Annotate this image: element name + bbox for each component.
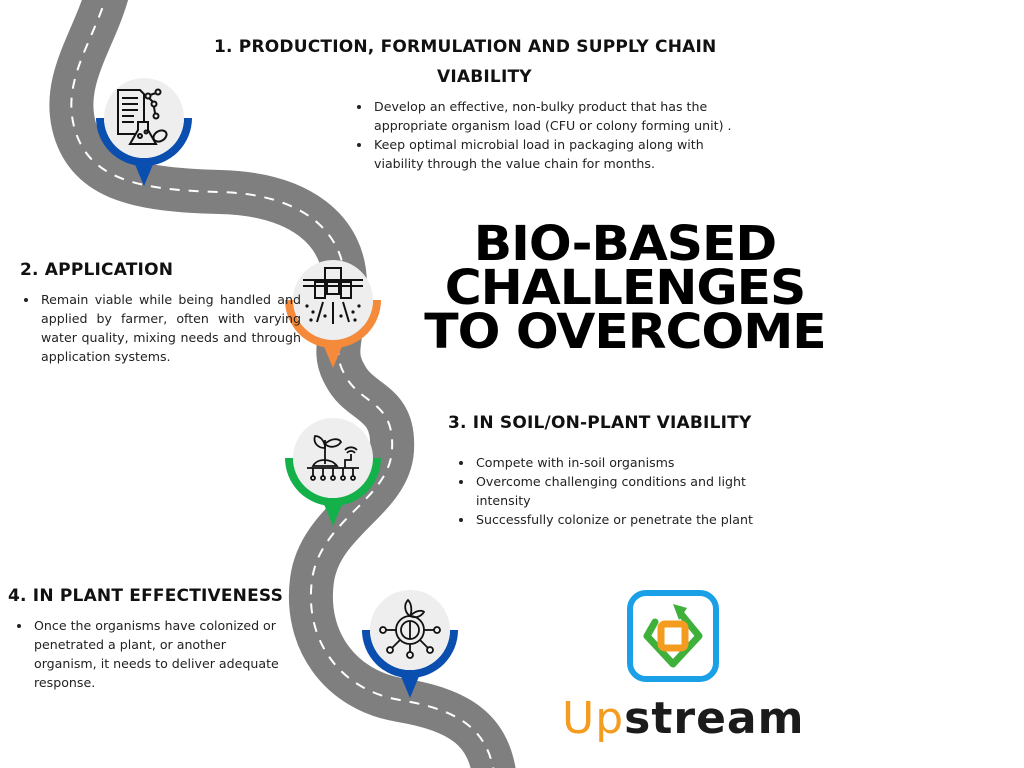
title-line-2: CHALLENGES [444,260,807,316]
title-line-1: BIO-BASED [473,216,777,272]
bullet-item: Compete with in-soil organisms [474,453,794,472]
marker-circle [293,260,373,340]
upstream-cycle-logo-icon [627,590,719,682]
section-1-heading: 1. PRODUCTION, FORMULATION AND SUPPLY CH… [214,37,717,57]
section-4-bullets: Once the organisms have colonized or pen… [13,616,292,692]
title-line-3: TO OVERCOME [424,304,826,360]
upstream-wordmark: Upstream [562,693,804,744]
wordmark-up: Up [562,693,625,744]
marker-1 [94,74,194,192]
marker-pointer [400,674,420,698]
marker-accent-arc [96,118,192,166]
marker-3 [283,414,383,532]
marker-accent-arc [285,300,381,348]
marker-2 [283,256,383,374]
smart-plant-soil-sensor-icon [307,435,359,481]
marker-accent-arc [285,458,381,506]
section-4-heading: 4. IN PLANT EFFECTIVENESS [8,586,284,606]
bullet-item: Once the organisms have colonized or pen… [32,616,292,692]
section-2-bullets: Remain viable while being handled and ap… [20,290,301,366]
section-3-heading: 3. IN SOIL/ON-PLANT VIABILITY [448,413,752,433]
marker-pointer [323,502,343,526]
section-1-bullets: Develop an effective, non-bulky product … [353,97,752,173]
bullet-item: Overcome challenging conditions and ligh… [474,472,794,510]
marker-4 [360,586,460,704]
marker-circle [293,418,373,498]
road-surface [49,0,516,768]
page-title: BIO-BASED CHALLENGES TO OVERCOME [420,220,830,356]
lab-document-flask-molecule-icon [117,88,168,145]
section-3-bullets: Compete with in-soil organisms Overcome … [455,453,794,529]
bullet-item: Keep optimal microbial load in packaging… [372,135,752,173]
marker-pointer [323,344,343,368]
bullet-item: Remain viable while being handled and ap… [39,290,301,366]
tractor-sprayer-icon [303,267,363,324]
plant-gear-network-icon [379,598,441,659]
marker-accent-arc [362,630,458,678]
wordmark-stream: stream [624,693,805,744]
bullet-item: Successfully colonize or penetrate the p… [474,510,794,529]
marker-pointer [134,162,154,186]
bullet-item: Develop an effective, non-bulky product … [372,97,752,135]
section-1-heading-line2: VIABILITY [437,67,532,87]
section-2-heading: 2. APPLICATION [20,260,174,280]
